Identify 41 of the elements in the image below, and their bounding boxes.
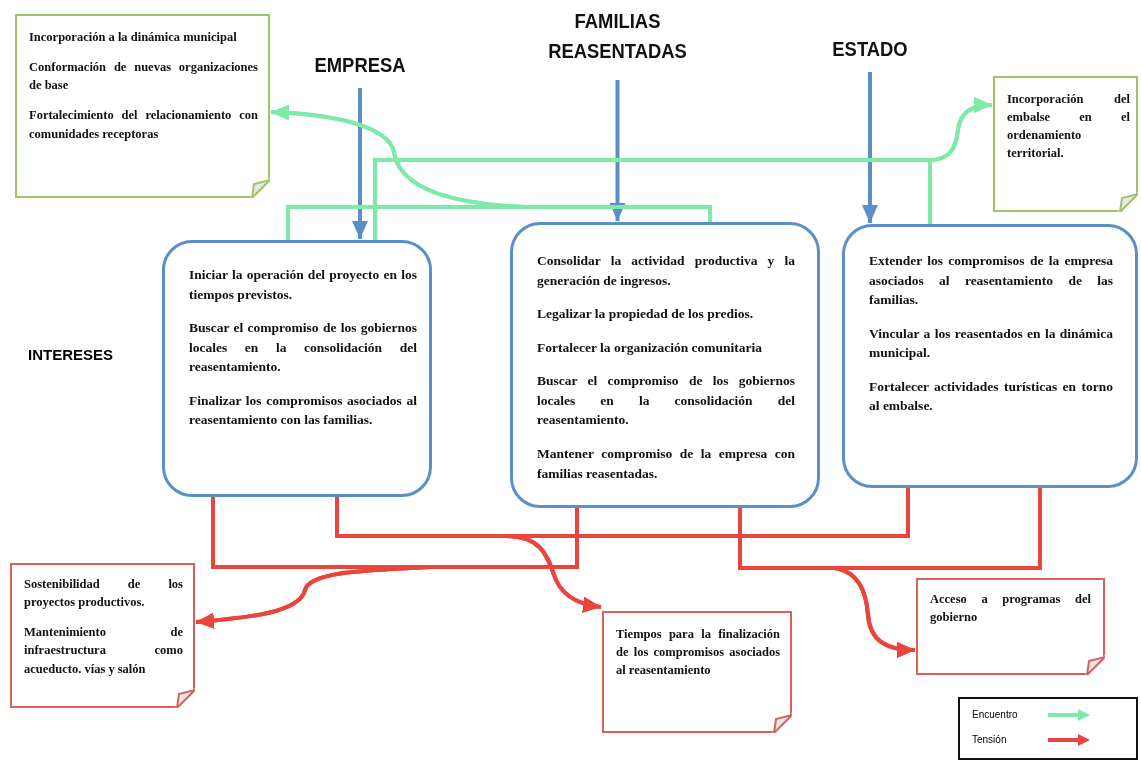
interests-box bbox=[162, 240, 432, 497]
note-text: Mantenimiento de infraestructura como acueducto. vías y salón bbox=[24, 624, 183, 678]
note-card bbox=[15, 14, 270, 198]
note-text: Legalizar la propiedad de los predios. bbox=[537, 305, 755, 324]
legend-text: Tensión bbox=[972, 734, 1007, 745]
arrow bbox=[833, 488, 1042, 658]
note-text: Incorporación del embalse en el ordenamiento territorial. bbox=[1007, 91, 1130, 163]
row-label: INTERESES bbox=[28, 346, 114, 363]
note-text: Buscar el compromiso de los gobiernos locales en la consolidación del reasentamiento. bbox=[537, 372, 795, 430]
interests-box bbox=[842, 224, 1138, 488]
arrow bbox=[352, 88, 368, 239]
arrow bbox=[270, 104, 712, 222]
arrow bbox=[928, 97, 993, 224]
note-card bbox=[602, 611, 792, 733]
interests-box bbox=[510, 222, 820, 508]
arrow bbox=[503, 488, 910, 613]
note-text: Fortalecer la organización comunitaria bbox=[537, 338, 764, 357]
arrow bbox=[862, 72, 878, 223]
note-text: Tiempos para la finalización de los compromisos asociados al reasentamiento bbox=[616, 626, 780, 680]
column-heading: FAMILIAS REASENTADAS bbox=[537, 6, 698, 76]
note-text: Consolidar la actividad productiva y la generación de ingresos. bbox=[537, 252, 795, 290]
note-text: Fortalecer actividades turísticas en torno al embalse. bbox=[869, 377, 1113, 416]
note-text: Acceso a programas del gobierno bbox=[930, 591, 1091, 627]
note-text: Incorporación a la dinámica municipal bbox=[29, 29, 238, 46]
column-heading: EMPRESA bbox=[304, 50, 416, 84]
column-heading: ESTADO bbox=[819, 34, 921, 68]
note-text: Extender los compromisos de la empresa asociados al reasentamiento de las familias. bbox=[869, 252, 1113, 310]
arrow bbox=[609, 80, 626, 221]
note-text: Fortalecimiento del relacionamiento con comunidades receptoras bbox=[29, 107, 258, 143]
legend-text: Encuentro bbox=[972, 709, 1018, 720]
note-card bbox=[10, 563, 195, 708]
note-text: Conformación de nuevas organizaciones de base bbox=[29, 59, 258, 95]
note-card bbox=[993, 76, 1138, 212]
note-text: Mantener compromiso de la empresa con familias reasentadas. bbox=[537, 444, 795, 483]
note-text: Sostenibilidad de los proyectos productivos. bbox=[24, 576, 183, 612]
note-card bbox=[916, 578, 1105, 675]
note-text: Finalizar los compromisos asociados al reasentamiento con las familias. bbox=[189, 391, 417, 430]
arrow bbox=[195, 508, 579, 629]
note-text: Iniciar la operación del proyecto en los tiempos previstos. bbox=[189, 266, 417, 304]
note-text: Buscar el compromiso de los gobiernos locales en la consolidación del reasentamiento. bbox=[189, 319, 417, 377]
note-text: Vincular a los reasentados en la dinámica municipal. bbox=[869, 324, 1113, 363]
